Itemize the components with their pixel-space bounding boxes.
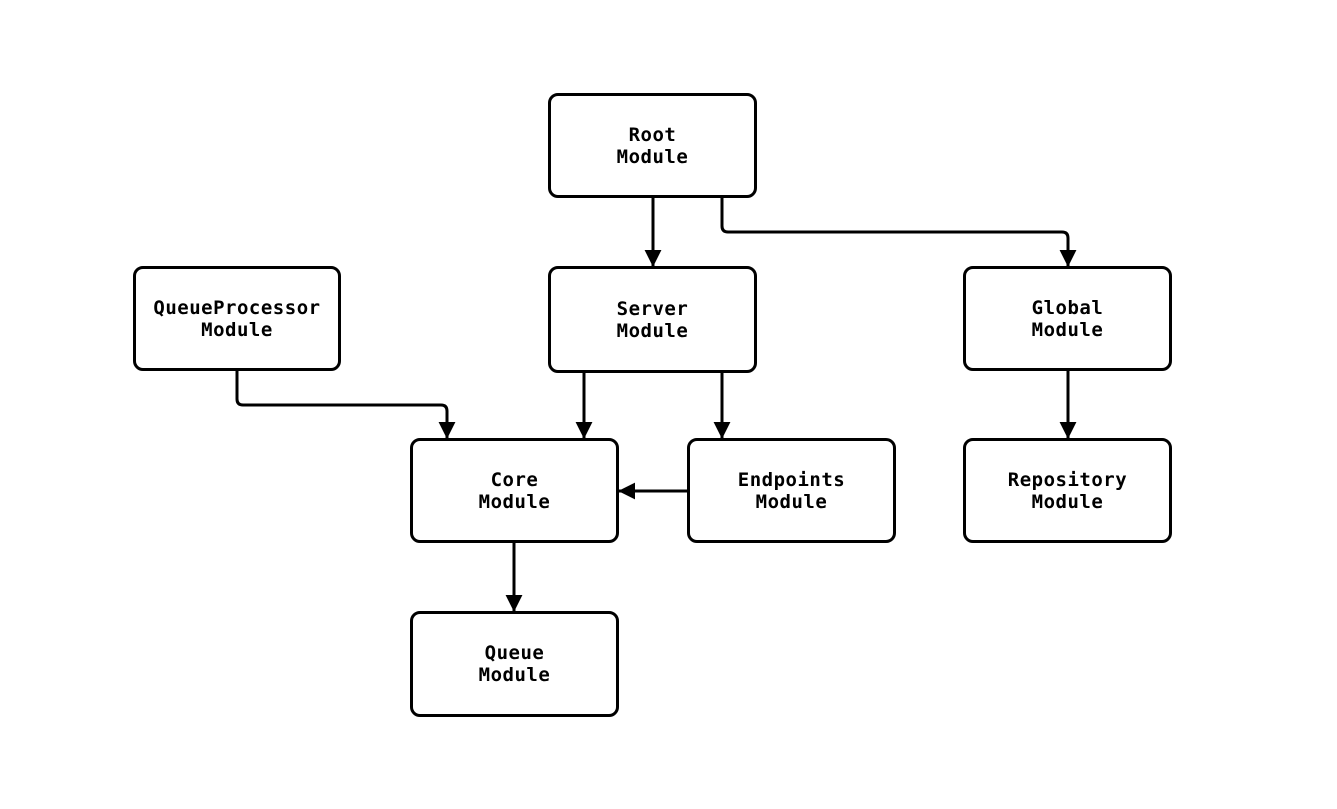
- edge-queueprocessor-to-core: [235, 371, 456, 439]
- node-server-module: Server Module: [548, 266, 757, 373]
- node-queue-module: Queue Module: [410, 611, 619, 717]
- node-core-module: Core Module: [410, 438, 619, 543]
- edge-root-to-global: [720, 198, 1077, 267]
- node-root-module: Root Module: [548, 93, 757, 198]
- node-queueprocessor-module: QueueProcessor Module: [133, 266, 341, 371]
- node-global-module: Global Module: [963, 266, 1172, 371]
- node-repository-module: Repository Module: [963, 438, 1172, 543]
- node-endpoints-module: Endpoints Module: [687, 438, 896, 543]
